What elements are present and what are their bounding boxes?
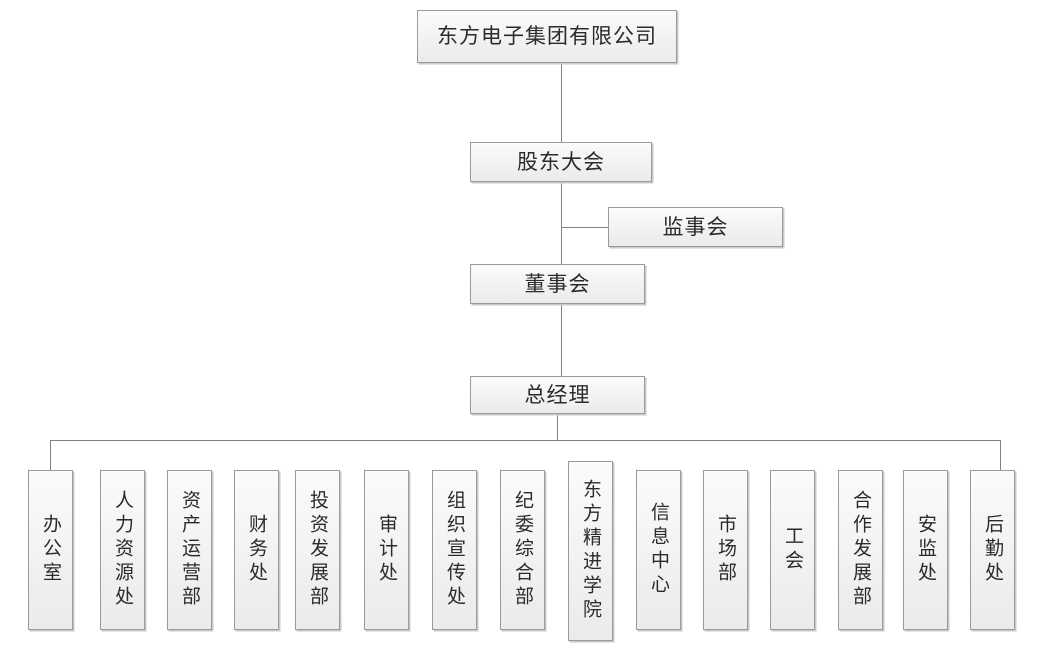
department-box[interactable]: 后勤处 xyxy=(970,470,1015,630)
department-box[interactable]: 市场部 xyxy=(703,470,748,630)
connector-bus-to-last-dept xyxy=(1000,440,1001,470)
department-label: 市场部 xyxy=(715,514,736,586)
department-label: 资产运营部 xyxy=(179,490,200,610)
department-box[interactable]: 纪委综合部 xyxy=(500,470,545,630)
department-label: 人力资源处 xyxy=(112,490,133,610)
department-label: 安监处 xyxy=(915,514,936,586)
department-box[interactable]: 东方精进学院 xyxy=(568,461,613,641)
node-company[interactable]: 东方电子集团有限公司 xyxy=(417,10,677,63)
node-board-of-supervisors-label: 监事会 xyxy=(662,214,729,239)
department-box[interactable]: 组织宣传处 xyxy=(432,470,477,630)
department-box[interactable]: 人力资源处 xyxy=(100,470,145,630)
department-box[interactable]: 办公室 xyxy=(28,470,73,630)
department-label: 后勤处 xyxy=(982,514,1003,586)
department-box[interactable]: 财务处 xyxy=(234,470,279,630)
node-shareholders-meeting[interactable]: 股东大会 xyxy=(470,142,652,182)
connector-gm-to-bus xyxy=(557,414,558,440)
node-general-manager[interactable]: 总经理 xyxy=(470,376,645,414)
department-label: 财务处 xyxy=(246,514,267,586)
department-label: 办公室 xyxy=(40,514,61,586)
connector-department-bus xyxy=(50,440,1000,441)
node-general-manager-label: 总经理 xyxy=(524,382,591,407)
department-box[interactable]: 投资发展部 xyxy=(295,470,340,630)
node-board-of-supervisors[interactable]: 监事会 xyxy=(608,207,783,247)
department-box[interactable]: 合作发展部 xyxy=(838,470,883,630)
node-company-label: 东方电子集团有限公司 xyxy=(437,24,657,49)
department-label: 东方精进学院 xyxy=(580,479,601,623)
department-box[interactable]: 资产运营部 xyxy=(167,470,212,630)
department-label: 信息中心 xyxy=(648,502,669,598)
node-board-of-directors[interactable]: 董事会 xyxy=(470,264,645,304)
department-label: 纪委综合部 xyxy=(512,490,533,610)
connector-company-to-shareholders xyxy=(561,63,562,142)
department-label: 工会 xyxy=(782,526,803,574)
department-box[interactable]: 安监处 xyxy=(903,470,948,630)
department-label: 组织宣传处 xyxy=(444,490,465,610)
department-box[interactable]: 工会 xyxy=(770,470,815,630)
department-label: 审计处 xyxy=(376,514,397,586)
department-box[interactable]: 信息中心 xyxy=(636,470,681,630)
department-label: 合作发展部 xyxy=(850,490,871,610)
node-shareholders-meeting-label: 股东大会 xyxy=(517,149,605,174)
connector-bus-to-first-dept xyxy=(50,440,51,470)
connector-supervisors-branch xyxy=(561,227,608,228)
department-box[interactable]: 审计处 xyxy=(364,470,409,630)
department-label: 投资发展部 xyxy=(307,490,328,610)
node-board-of-directors-label: 董事会 xyxy=(524,271,591,296)
